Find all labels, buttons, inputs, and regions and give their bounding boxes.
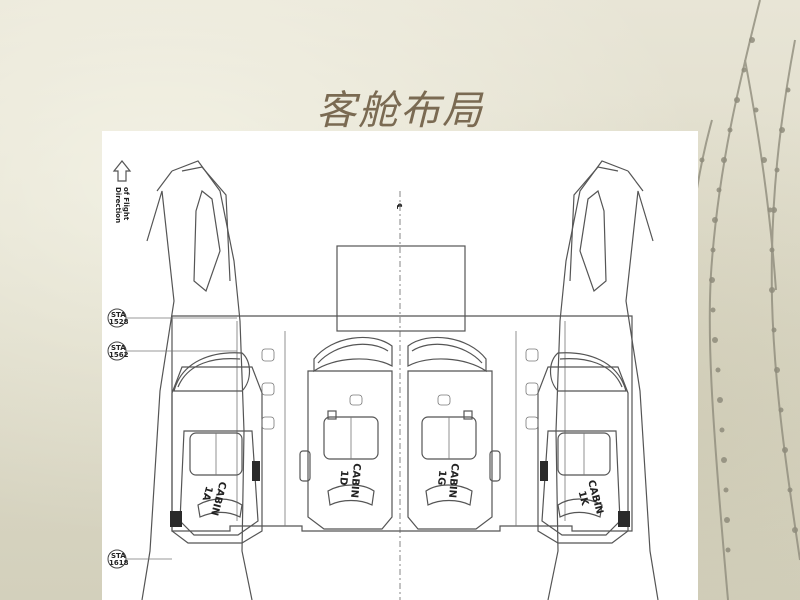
svg-text:1K: 1K [576, 490, 591, 508]
svg-text:1528: 1528 [109, 318, 129, 326]
station-tag-2: STA 1562 [107, 341, 237, 361]
svg-text:1G: 1G [435, 470, 447, 486]
cabin-floor-boundary [171, 315, 633, 532]
cabin-label-1A: CABIN 1A [200, 480, 228, 516]
svg-text:CABIN: CABIN [348, 463, 362, 499]
suite-1A [170, 366, 263, 544]
slide-title: 客舱布局 [316, 88, 484, 134]
direction-arrow-icon [112, 160, 132, 182]
svg-text:1618: 1618 [109, 559, 129, 567]
svg-text:1562: 1562 [109, 351, 129, 359]
svg-text:STA: STA [111, 552, 126, 560]
side-storage-boxes [261, 348, 539, 430]
direction-label-line1: Direction [114, 187, 122, 223]
station-tag-1: STA 1528 [107, 308, 237, 328]
direction-label-line2: of Flight [122, 187, 130, 221]
station-tag-3: STA 1618 [107, 549, 172, 569]
cabin-layout-diagram: Direction of Flight ℄ STA 1528 [102, 131, 698, 600]
forward-monument [336, 245, 466, 332]
cabin-label-1D: CABIN 1D [337, 463, 362, 499]
centerline-mark: ℄ [395, 203, 403, 209]
svg-text:1D: 1D [337, 470, 349, 486]
svg-text:STA: STA [111, 311, 126, 319]
suite-1K [537, 366, 630, 544]
svg-text:1A: 1A [200, 485, 214, 502]
svg-text:STA: STA [111, 344, 126, 352]
svg-text:CABIN: CABIN [446, 463, 460, 499]
cabin-label-1G: CABIN 1G [435, 463, 460, 499]
fuselage-outline [141, 160, 659, 600]
suite-1G [407, 370, 501, 530]
suite-1D [299, 370, 393, 530]
